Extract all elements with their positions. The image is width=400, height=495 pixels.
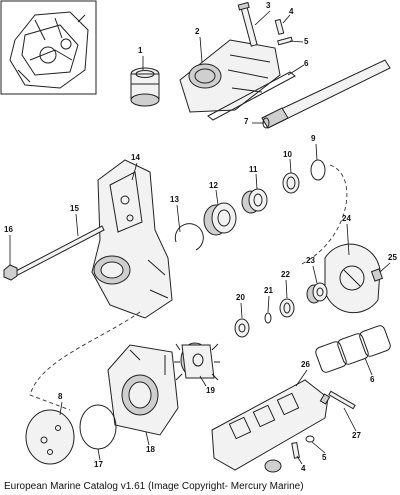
callout-3: 3 bbox=[266, 1, 271, 10]
part-22-seal bbox=[279, 298, 295, 318]
part-19-impeller bbox=[174, 342, 220, 381]
part-21-ring bbox=[264, 312, 272, 324]
callout-15: 15 bbox=[70, 204, 79, 213]
callout-26: 26 bbox=[301, 360, 310, 369]
part-3-bolt bbox=[237, 1, 258, 47]
callout-2: 2 bbox=[195, 27, 200, 36]
part-25-screw bbox=[370, 268, 384, 282]
part-6-gaskets-lower bbox=[315, 325, 391, 373]
part-12-bearing bbox=[203, 202, 237, 236]
callout-1: 1 bbox=[138, 46, 143, 55]
callout-24: 24 bbox=[342, 214, 351, 223]
callout-5-top: 5 bbox=[304, 37, 309, 46]
part-23-bearing bbox=[306, 282, 328, 304]
callout-8: 8 bbox=[58, 392, 63, 401]
part-15-rod bbox=[13, 225, 105, 277]
part-20-bearing bbox=[234, 318, 250, 338]
part-4-screw-top bbox=[274, 18, 285, 35]
callout-4-top: 4 bbox=[289, 7, 294, 16]
part-11-bearing bbox=[241, 188, 268, 214]
callout-10: 10 bbox=[283, 150, 292, 159]
callout-21: 21 bbox=[264, 286, 273, 295]
callout-25: 25 bbox=[388, 253, 397, 262]
part-17-o-ring bbox=[79, 404, 117, 450]
part-27-bolt bbox=[319, 390, 356, 410]
callout-7: 7 bbox=[244, 117, 249, 126]
part-5-washer-lower bbox=[305, 435, 315, 443]
leader-lines bbox=[9, 10, 391, 465]
part-18-pump-housing bbox=[107, 344, 179, 436]
callout-23: 23 bbox=[306, 256, 315, 265]
callout-18: 18 bbox=[146, 445, 155, 454]
callout-22: 22 bbox=[281, 270, 290, 279]
callout-16: 16 bbox=[4, 225, 13, 234]
callout-12: 12 bbox=[209, 181, 218, 190]
part-14-bracket bbox=[91, 159, 173, 319]
callout-9: 9 bbox=[311, 134, 316, 143]
callout-27: 27 bbox=[352, 431, 361, 440]
part-7-shaft bbox=[261, 59, 391, 129]
callout-20: 20 bbox=[236, 293, 245, 302]
callout-11: 11 bbox=[249, 165, 258, 174]
callout-19: 19 bbox=[206, 386, 215, 395]
part-16-nut bbox=[3, 264, 18, 281]
part-1-fitting bbox=[130, 67, 160, 107]
part-6-gasket-top bbox=[207, 71, 296, 121]
callout-5-lower: 5 bbox=[322, 453, 327, 462]
callout-6-top: 6 bbox=[304, 59, 309, 68]
part-13-snap-ring bbox=[174, 223, 204, 251]
part-5-stud-top bbox=[277, 36, 293, 46]
part-24-plate bbox=[324, 243, 381, 314]
part-10-seal bbox=[282, 172, 300, 194]
engine-thumbnail bbox=[0, 0, 97, 95]
callout-13: 13 bbox=[170, 195, 179, 204]
part-9-o-ring bbox=[310, 159, 326, 181]
assembly-dashed-path bbox=[29, 164, 348, 411]
part-2-cover bbox=[179, 39, 281, 113]
part-8-end-plate bbox=[25, 409, 75, 465]
part-4-screw-lower bbox=[291, 442, 300, 459]
callout-14: 14 bbox=[131, 153, 140, 162]
callout-4-lower: 4 bbox=[301, 464, 306, 473]
figure-caption: European Marine Catalog v1.61 (Image Cop… bbox=[4, 481, 304, 492]
callout-6-lower: 6 bbox=[370, 375, 375, 384]
part-26-manifold bbox=[211, 379, 329, 473]
callout-17: 17 bbox=[94, 460, 103, 469]
